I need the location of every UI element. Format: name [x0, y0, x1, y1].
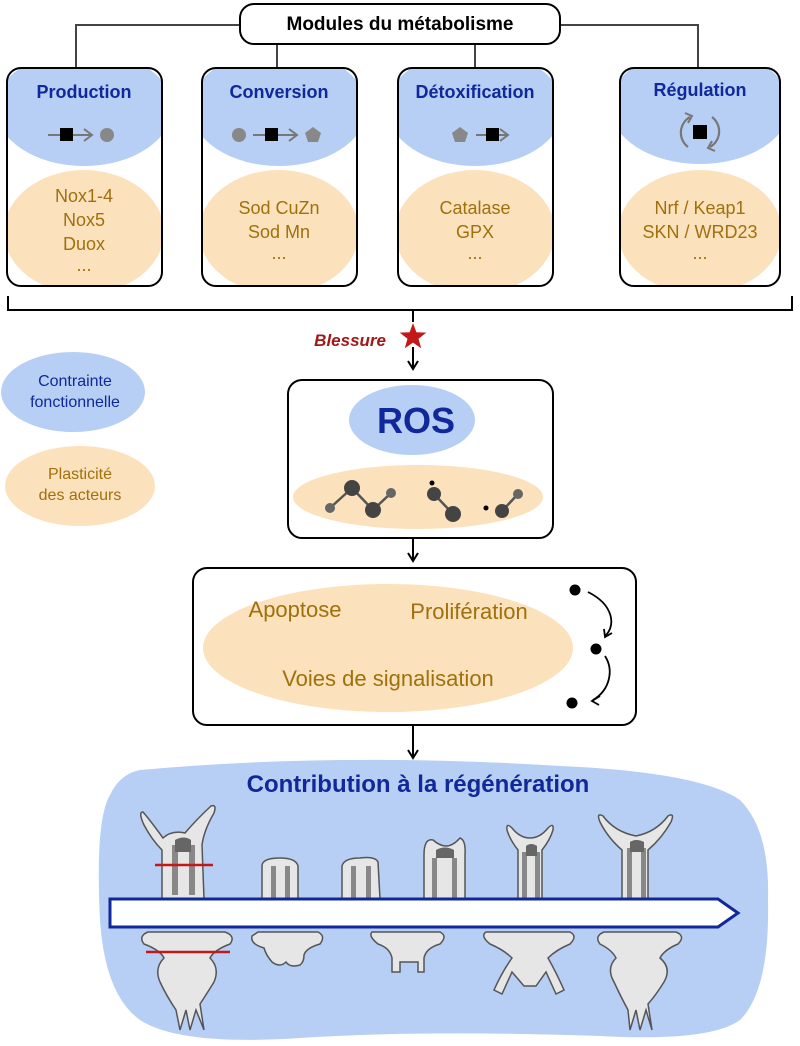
module-title: Production	[37, 82, 132, 102]
star-icon	[399, 323, 427, 349]
module-actor: ...	[76, 255, 91, 275]
regeneration-timeline-arrow	[108, 897, 741, 929]
module-actor: Duox	[63, 234, 105, 254]
processes-box: Apoptose Prolifération Voies de signalis…	[192, 567, 637, 726]
production-icon	[48, 128, 114, 142]
ros-molecules-icon	[325, 480, 523, 522]
module-actor: GPX	[456, 222, 494, 242]
module-actor: SKN / WRD23	[642, 222, 757, 242]
module-actor: Nox5	[63, 210, 105, 230]
ros-box: ROS	[287, 379, 554, 539]
process-apoptose: Apoptose	[249, 597, 342, 622]
regulation-cycle-icon	[679, 112, 721, 152]
signaling-cascade-icon	[566, 584, 613, 709]
module-detoxification: Détoxification Catalase GPX ...	[397, 67, 554, 287]
metabolism-title: Modules du métabolisme	[287, 14, 514, 35]
legend: Contrainte fonctionnelle Plasticité des …	[1, 352, 155, 526]
module-actor: Sod Mn	[248, 222, 310, 242]
module-production: Production Nox1-4 Nox5 Duox ...	[6, 67, 163, 287]
process-proliferation: Prolifération	[410, 599, 527, 624]
module-actor: Nrf / Keap1	[654, 198, 745, 218]
legend-orange-line2: des acteurs	[39, 487, 122, 504]
metabolism-title-box: Modules du métabolisme	[239, 3, 561, 45]
title-connectors	[75, 24, 699, 68]
injury-label: Blessure	[314, 331, 386, 350]
planarian-head-stages	[140, 804, 674, 900]
module-actor: ...	[692, 243, 707, 263]
ros-label: ROS	[377, 400, 455, 441]
planarian-tail-stages	[141, 931, 683, 1031]
module-actor: Catalase	[439, 198, 510, 218]
module-title: Détoxification	[415, 82, 534, 102]
legend-blue-line2: fonctionnelle	[30, 394, 120, 411]
regeneration-panel: Contribution à la régénération	[98, 759, 769, 1040]
conversion-icon	[232, 127, 321, 142]
module-title: Conversion	[229, 82, 328, 102]
modules-bracket	[7, 296, 793, 322]
legend-orange-line1: Plasticité	[48, 466, 112, 483]
legend-blue-line1: Contrainte	[38, 373, 112, 390]
module-actor: Sod CuZn	[238, 198, 319, 218]
module-actor: Nox1-4	[55, 186, 113, 206]
detoxification-icon	[452, 127, 510, 142]
legend-orange-swatch	[5, 446, 155, 526]
regeneration-title: Contribution à la régénération	[247, 771, 590, 798]
legend-blue-swatch	[1, 352, 145, 432]
module-conversion: Conversion Sod CuZn Sod Mn ...	[201, 67, 358, 287]
process-signalisation: Voies de signalisation	[282, 666, 494, 691]
module-actor: ...	[271, 243, 286, 263]
module-regulation: Régulation Nrf / Keap1 SKN / WRD23 ...	[619, 67, 781, 287]
module-actor: ...	[467, 243, 482, 263]
module-title: Régulation	[654, 80, 747, 100]
